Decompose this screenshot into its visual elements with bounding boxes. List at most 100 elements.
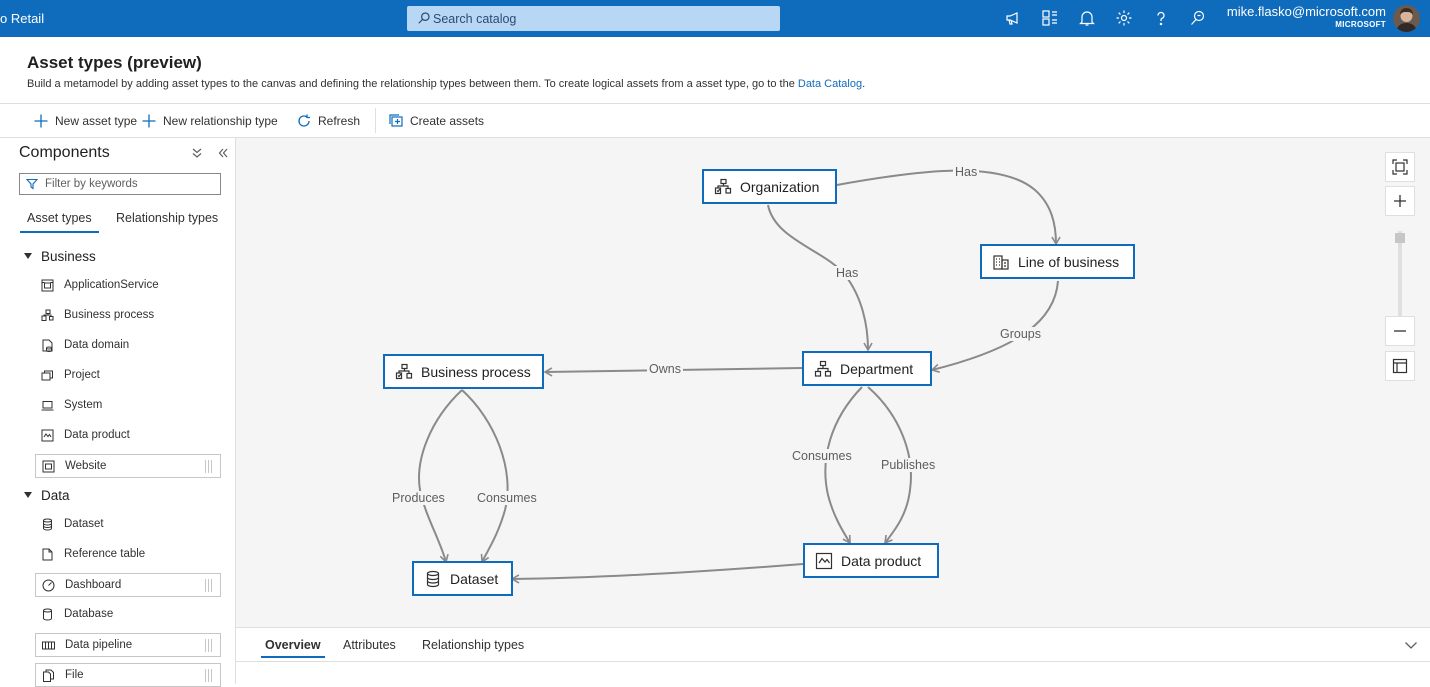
create-assets-button[interactable]: Create assets <box>388 111 484 131</box>
top-bar: o Retail mike.flasko@microsoft.com MICRO… <box>0 0 1430 37</box>
drag-handle-icon[interactable] <box>205 579 214 592</box>
zoom-in-button[interactable] <box>1385 186 1415 216</box>
component-item-applicationservice[interactable]: ApplicationService <box>35 274 221 298</box>
node-dataset[interactable]: Dataset <box>412 561 513 596</box>
refresh-button[interactable]: Refresh <box>296 111 360 131</box>
help-icon[interactable] <box>1152 9 1170 27</box>
announcement-icon[interactable] <box>1004 9 1022 27</box>
component-item-project[interactable]: Project <box>35 364 221 388</box>
database-icon <box>43 518 52 531</box>
item-label: Reference table <box>64 548 146 560</box>
component-item-business-process[interactable]: Business process <box>35 304 221 328</box>
new-relationship-type-button[interactable]: New relationship type <box>141 111 278 131</box>
item-label: ApplicationService <box>64 279 159 291</box>
business-process-icon <box>41 309 54 321</box>
description-suffix: . <box>862 78 866 90</box>
gear-icon[interactable] <box>1115 9 1133 27</box>
component-item-data-pipeline[interactable]: Data pipeline <box>35 633 221 657</box>
edge-label-has[interactable]: Has <box>953 165 980 179</box>
drag-handle-icon[interactable] <box>205 639 214 652</box>
component-item-data-domain[interactable]: Data domain <box>35 334 221 358</box>
create-assets-label: Create assets <box>410 114 485 128</box>
drag-handle-icon[interactable] <box>205 669 214 682</box>
fit-to-screen-button[interactable] <box>1385 152 1415 182</box>
group-data[interactable]: Data <box>24 488 70 503</box>
node-business-process[interactable]: Business process <box>383 354 544 389</box>
component-item-database[interactable]: Database <box>35 603 221 627</box>
edge-bp-consumes-ds <box>461 389 509 564</box>
node-department[interactable]: Department <box>802 351 932 386</box>
drag-handle-icon[interactable] <box>205 460 214 473</box>
edge-label-consumes[interactable]: Consumes <box>790 449 854 463</box>
data-catalog-link[interactable]: Data Catalog <box>797 78 863 90</box>
search-box[interactable] <box>407 6 780 31</box>
tab-asset-types[interactable]: Asset types <box>20 211 99 233</box>
component-item-website[interactable]: Website <box>35 454 221 478</box>
edge-label-owns[interactable]: Owns <box>647 362 683 376</box>
filter-input[interactable] <box>45 176 215 192</box>
plus-icon <box>1394 195 1406 207</box>
directory-icon[interactable] <box>1041 9 1059 27</box>
command-separator <box>375 108 376 133</box>
group-business[interactable]: Business <box>24 249 96 264</box>
user-info[interactable]: mike.flasko@microsoft.com MICROSOFT <box>1227 4 1386 29</box>
layout-icon <box>1392 358 1408 374</box>
node-line-of-business[interactable]: Line of business <box>980 244 1135 279</box>
filter-icon <box>26 178 38 190</box>
node-label: Data product <box>841 552 922 569</box>
new-asset-type-button[interactable]: New asset type <box>33 111 137 131</box>
database-icon <box>426 570 440 587</box>
edge-label-groups[interactable]: Groups <box>998 327 1043 341</box>
tab-relationship-types[interactable]: Relationship types <box>116 211 219 225</box>
zoom-out-button[interactable] <box>1385 316 1415 346</box>
expand-all-icon[interactable] <box>190 146 204 160</box>
file-icon <box>43 669 54 682</box>
chevron-down-icon[interactable] <box>1404 638 1418 652</box>
component-item-dataset[interactable]: Dataset <box>35 513 221 537</box>
item-label: Business process <box>64 309 155 321</box>
feedback-icon[interactable] <box>1189 9 1207 27</box>
component-item-system[interactable]: System <box>35 394 221 418</box>
node-organization[interactable]: Organization <box>702 169 837 204</box>
component-item-dashboard[interactable]: Dashboard <box>35 573 221 597</box>
group-label: Data <box>41 488 70 503</box>
node-label: Line of business <box>1018 253 1120 270</box>
collapse-panel-icon[interactable] <box>216 146 230 160</box>
collapse-triangle-icon <box>24 253 32 259</box>
refresh-label: Refresh <box>318 114 361 128</box>
item-label: Dataset <box>64 518 104 530</box>
edge-label-publishes[interactable]: Publishes <box>879 458 938 472</box>
item-label: Data domain <box>64 339 130 351</box>
edge-label-has[interactable]: Has <box>834 266 861 280</box>
application-service-icon <box>41 279 54 292</box>
node-data-product[interactable]: Data product <box>803 543 939 578</box>
zoom-slider[interactable] <box>1398 231 1402 316</box>
create-assets-icon <box>389 114 403 127</box>
node-label: Business process <box>421 363 531 380</box>
plus-icon <box>142 114 156 128</box>
tab-overview[interactable]: Overview <box>261 638 325 658</box>
edge-label-consumes[interactable]: Consumes <box>475 491 539 505</box>
item-label: Dashboard <box>65 579 122 591</box>
laptop-icon <box>41 401 54 411</box>
group-label: Business <box>41 249 96 264</box>
node-label: Organization <box>740 178 820 195</box>
avatar[interactable] <box>1393 5 1420 32</box>
layout-button[interactable] <box>1385 351 1415 381</box>
zoom-slider-thumb[interactable] <box>1395 233 1405 243</box>
divider <box>236 661 1430 662</box>
tab-attributes[interactable]: Attributes <box>343 638 396 652</box>
search-icon <box>418 12 430 24</box>
app-name[interactable]: o Retail <box>0 11 45 26</box>
bell-icon[interactable] <box>1078 9 1096 27</box>
edge-label-produces[interactable]: Produces <box>390 491 447 505</box>
minus-icon <box>1394 330 1406 332</box>
component-item-data-product[interactable]: Data product <box>35 424 221 448</box>
item-label: File <box>65 669 84 681</box>
tab-relationship-types-details[interactable]: Relationship types <box>422 638 525 652</box>
filter-box[interactable] <box>19 173 221 195</box>
component-item-reference-table[interactable]: Reference table <box>35 543 221 567</box>
search-input[interactable] <box>433 9 763 28</box>
item-label: Website <box>65 460 107 472</box>
new-asset-type-label: New asset type <box>55 114 138 128</box>
